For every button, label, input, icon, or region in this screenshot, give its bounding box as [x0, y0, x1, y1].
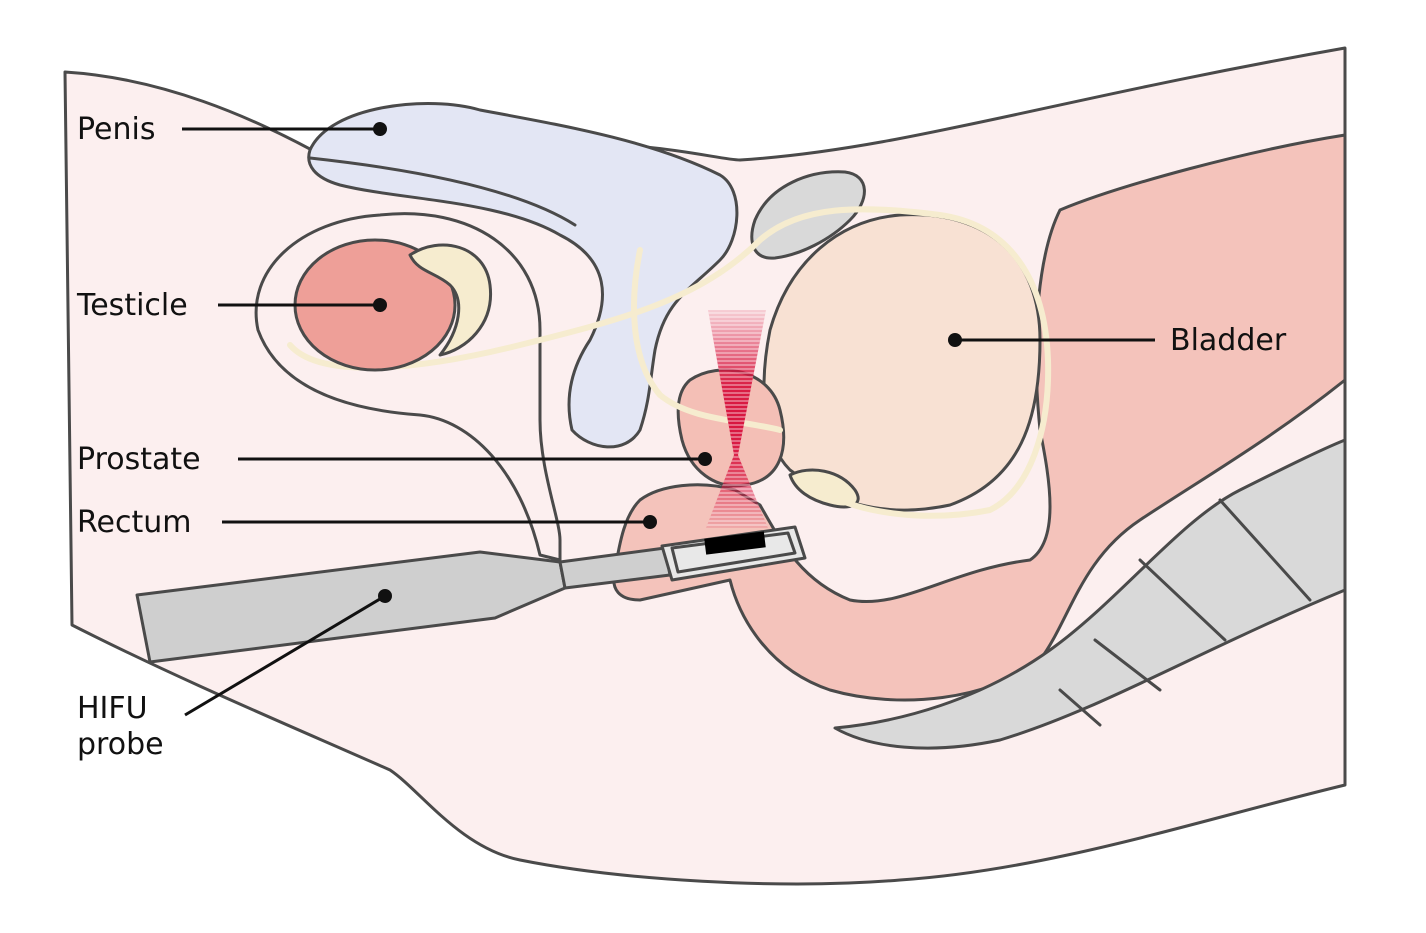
dot-prostate — [698, 452, 712, 466]
label-bladder: Bladder — [1170, 323, 1287, 358]
label-rectum: Rectum — [77, 505, 191, 540]
label-testicle: Testicle — [76, 288, 188, 323]
dot-penis — [373, 122, 387, 136]
label-probe-line1: HIFU — [77, 691, 148, 726]
label-prostate: Prostate — [77, 442, 201, 477]
dot-testicle — [373, 298, 387, 312]
dot-bladder — [948, 333, 962, 347]
label-penis: Penis — [77, 112, 155, 147]
dot-rectum — [643, 515, 657, 529]
dot-probe — [378, 589, 392, 603]
label-probe-line2: probe — [77, 727, 164, 762]
